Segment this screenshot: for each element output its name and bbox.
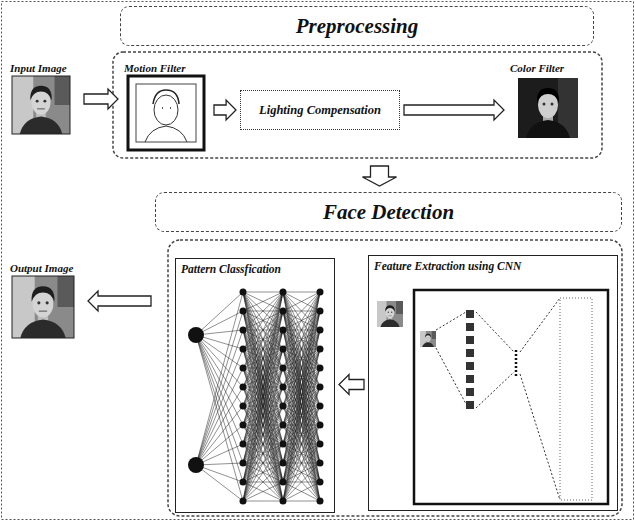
input-photo: [12, 76, 70, 134]
section-title: Face Detection: [155, 192, 622, 232]
block-arrow: [84, 89, 118, 109]
image-panel: Color Filter: [508, 58, 590, 146]
group-outline: [113, 52, 602, 158]
image-panel: Output Image: [8, 258, 84, 344]
node-label: Lighting Compensation: [255, 103, 385, 118]
image-panel: Input Image: [8, 58, 80, 140]
module-panel: Pattern Classfication: [175, 258, 335, 513]
section-group: Pattern Classfication Feature Extraction …: [155, 190, 622, 517]
motion-image: [128, 76, 204, 150]
output-photo: [12, 276, 74, 338]
node-label: Motion Filter: [122, 61, 187, 75]
node-label: Color Filter: [508, 61, 566, 75]
node-label: Input Image: [8, 61, 69, 75]
block-arrow: [339, 375, 364, 395]
block-arrow: [214, 100, 236, 120]
color-filtered-photo: [518, 78, 578, 138]
block-arrow: [404, 100, 504, 120]
image-panel: Motion Filter: [122, 58, 210, 154]
group-outline: [168, 240, 622, 516]
photo-frame: [12, 76, 70, 134]
module-panel: Feature Extraction using CNN: [368, 255, 618, 511]
block-arrow: [88, 291, 151, 311]
section-group: Motion FilterLighting Compensation Color …: [110, 4, 604, 162]
cnn-figure: [377, 290, 608, 504]
photo-frame: [12, 276, 74, 338]
node-label: Output Image: [8, 261, 75, 275]
node-label: Pattern Classfication: [176, 260, 286, 278]
neural-network: [188, 289, 324, 505]
section-title: Preprocessing: [120, 6, 594, 46]
block-arrow: [363, 166, 397, 186]
node-label: Feature Extraction using CNN: [369, 257, 526, 275]
process-box: Lighting Compensation: [240, 90, 400, 130]
